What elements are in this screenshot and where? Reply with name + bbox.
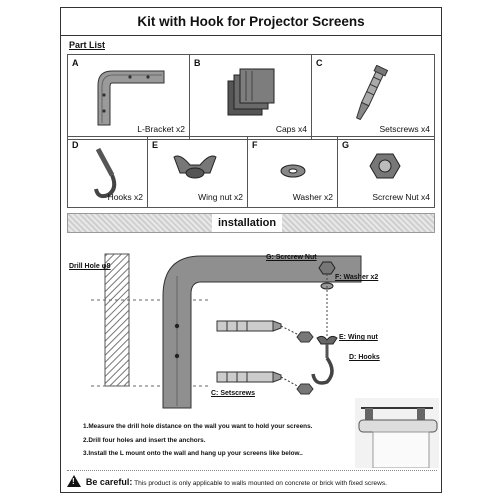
step-1: 1.Measure the drill hole distance on the…: [83, 423, 313, 430]
part-cell-f: F Washer x2: [248, 137, 338, 207]
sheet-title: Kit with Hook for Projector Screens: [61, 8, 441, 36]
part-letter: F: [252, 140, 258, 150]
installation-banner: installation: [67, 213, 435, 233]
part-cell-c: C Setscrews x4: [312, 55, 434, 139]
callout-hooks: D: Hooks: [349, 354, 380, 361]
installation-steps: 1.Measure the drill hole distance on the…: [83, 420, 312, 461]
part-cell-b: B Caps x4: [190, 55, 312, 139]
part-label: Caps x4: [275, 124, 307, 134]
part-letter: D: [72, 140, 79, 150]
part-letter: G: [342, 140, 350, 150]
projector-screen-illustration: [355, 398, 439, 468]
part-label: Wing nut x2: [198, 192, 243, 202]
parts-row-2: D Hooks x2 E Wing nut x2 F Washer x2 G: [67, 136, 435, 208]
caps-icon: [227, 68, 275, 116]
setscrew-icon: [356, 65, 389, 121]
setscrew-upper: [216, 320, 314, 343]
wing-nut-icon: [173, 155, 217, 179]
part-list-heading: Part List: [69, 40, 106, 50]
part-cell-a: A L-Bracket x2: [68, 55, 190, 139]
instruction-sheet: Kit with Hook for Projector Screens Part…: [60, 7, 442, 493]
part-label: Setscrews x4: [379, 124, 430, 134]
setscrew-lower: [216, 371, 314, 395]
step-3: 3.Install the L mount onto the wall and …: [83, 450, 303, 457]
caution-note: Be careful: This product is only applica…: [67, 470, 437, 487]
callout-drill-hole: Drill Hole φ8: [69, 263, 111, 270]
part-letter: E: [152, 140, 159, 150]
caution-heading: Be careful:: [85, 477, 133, 487]
l-bracket-icon: [97, 70, 165, 126]
bracket: [162, 255, 362, 409]
parts-row-1: A L-Bracket x2 B Caps x4 C: [67, 54, 435, 140]
callout-wing-nut: E: Wing nut: [339, 334, 378, 341]
step-2: 2.Drill four holes and insert the anchor…: [83, 436, 206, 444]
part-label: Hooks x2: [107, 192, 143, 202]
screw-nut-icon: [369, 153, 401, 179]
hook-icon: [94, 147, 117, 199]
warning-icon: [67, 475, 81, 487]
installation-heading: installation: [212, 214, 283, 232]
part-cell-e: E Wing nut x2: [148, 137, 248, 207]
washer-icon: [280, 164, 306, 178]
wall: [104, 253, 130, 387]
part-label: Scrcrew Nut x4: [372, 192, 430, 202]
part-letter: A: [72, 58, 79, 68]
part-letter: B: [194, 58, 201, 68]
installation-diagram: [91, 253, 362, 409]
callout-setscrews: C: Setscrews: [211, 390, 255, 397]
part-label: Washer x2: [292, 192, 333, 202]
part-cell-d: D Hooks x2: [68, 137, 148, 207]
part-cell-g: G Scrcrew Nut x4: [338, 137, 434, 207]
callout-washer: F: Washer x2: [335, 274, 379, 281]
part-label: L-Bracket x2: [137, 124, 185, 134]
part-letter: C: [316, 58, 323, 68]
callout-screw-nut: G: Scrcrew Nut: [266, 254, 317, 261]
caution-text: This product is only applicable to walls…: [134, 480, 387, 487]
